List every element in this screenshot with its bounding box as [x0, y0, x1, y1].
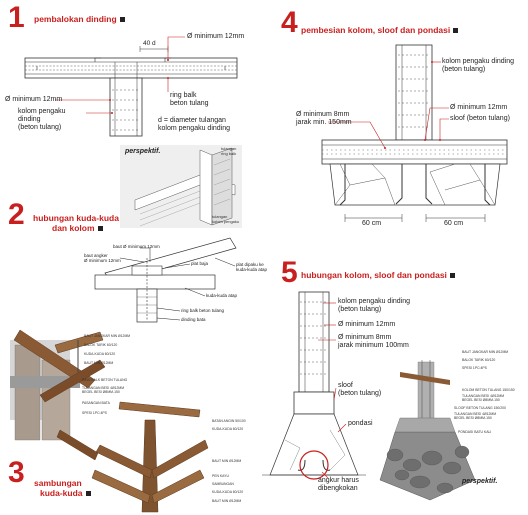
- legend3-item-4: PEN KAYU: [212, 474, 229, 478]
- legend2-item-3: KUDA-KUDA 60/120: [84, 352, 116, 356]
- perspective-5-label: perspektif.: [462, 478, 498, 485]
- section-4-number: 4: [281, 6, 298, 39]
- sec4-dim-a: 60 cm: [362, 220, 382, 227]
- section-4-title: pembesian kolom, sloof dan pondasi: [301, 25, 459, 35]
- sec4-label-dia8: Ø minimum 8mm jarak min. 150mm: [296, 111, 352, 127]
- label-kolom-pengaku: kolom pengaku dinding (beton tulang): [18, 108, 66, 132]
- dim-40d: 40 d: [143, 40, 156, 47]
- label-dia-left: Ø minimum 12mm: [5, 96, 63, 103]
- persp1-label-kolom: tulangan kolom pengaku: [212, 214, 240, 224]
- sec5-label-pondasi: pondasi: [348, 420, 373, 427]
- label-d-definition: d = diameter tulangan kolom pengaku dind…: [158, 117, 230, 133]
- legend5-item-1: BAUT JANGKAR MIN Ø12MM: [462, 350, 509, 354]
- sec5-label-dia12: Ø minimum 12mm: [338, 321, 396, 328]
- legend5-item-5: TULANGAN BESI 4Ø12MM BEGEL BESI Ø8MM-150: [462, 394, 505, 403]
- legend5-item-3: SPESI 1PC:4PS: [462, 366, 487, 370]
- sec4-label-dia12: Ø minimum 12mm: [450, 104, 508, 111]
- legend2-item-5: RING BALK BETON TULANG: [82, 378, 128, 382]
- section-2-title-b: dan kolom: [52, 223, 103, 233]
- label-plat-dipaku: plat dipaku ke kuda-kuda atap: [236, 262, 268, 273]
- sec5-label-kolom: kolom pengaku dinding (beton tulang): [338, 298, 410, 314]
- sec4-label-kolom: kolom pengaku dinding (beton tulang): [442, 58, 514, 74]
- label-baut-angker: baut angker Ø minimum 12mm: [84, 253, 121, 264]
- legend3-item-1: BATAN ANGIN 50/100: [212, 419, 246, 423]
- label-plat-baja: plat baja: [191, 261, 209, 266]
- legend2-item-8: SPESI 1PC:4PS: [82, 411, 107, 415]
- legend5-item-2: BALOK TARIK 60/120: [462, 358, 496, 362]
- label-dinding-bata: dinding bata: [181, 317, 206, 322]
- sec4-dim-b: 60 cm: [444, 220, 464, 227]
- legend2-item-1: BAUT JANGKAR MIN Ø12MM: [84, 334, 131, 338]
- section-3-title-b: kuda-kuda: [40, 488, 91, 498]
- sec5-label-dia8: Ø minimum 8mm jarak minimum 100mm: [338, 334, 409, 350]
- legend5-item-4: KOLOM BETON TULANG 150/150: [462, 388, 515, 392]
- legend2-item-7: PASANGAN BATA: [82, 401, 110, 405]
- label-kuda-kuda-atap: kuda-kuda atap: [206, 293, 238, 298]
- section-2-title-a: hubungan kuda-kuda: [33, 213, 119, 223]
- legend3-item-6: KUDA-KUDA 60/120: [212, 490, 244, 494]
- persp1-label-ring: tulangan ring balk: [221, 146, 237, 156]
- section-3-title-a: sambungan: [34, 478, 82, 488]
- label-baut: baut Ø minimum 12mm: [113, 244, 160, 249]
- legend5-item-8: PONDASI BATU KALI: [458, 430, 492, 434]
- legend5-item-7: TULANGAN BESI 4Ø12MM BEGEL BESI Ø8MM-150: [454, 412, 497, 421]
- section-3-number: 3: [8, 456, 25, 489]
- legend3-item-3: BAUT MIN Ø12MM: [212, 459, 242, 463]
- legend2-item-6: TULANGAN BESI 4Ø12MM BEGEL BESI Ø8MM-150: [82, 386, 125, 395]
- label-dia-top: Ø minimum 12mm: [187, 33, 245, 40]
- legend3-item-2: KUDA-KUDA 60/120: [212, 427, 244, 431]
- label-ring-balk-beton: ring balk beton tulang: [181, 308, 225, 313]
- section-2-number: 2: [8, 198, 25, 231]
- section-1-number: 1: [8, 1, 25, 34]
- legend3-item-5: SAMBUNGAN: [212, 482, 234, 486]
- sec5-label-angkur: angkur harus dibengkokan: [318, 477, 359, 493]
- label-ring-balk: ring balk beton tulang: [170, 92, 209, 108]
- legend2-item-2: BALOK TARIK 60/120: [84, 343, 118, 347]
- section-5-number: 5: [281, 256, 298, 289]
- legend2-item-4: BAUT MIN Ø12MM: [84, 361, 114, 365]
- section-1-title: pembalokan dinding: [34, 14, 125, 24]
- section-5-title: hubungan kolom, sloof dan pondasi: [301, 270, 455, 280]
- perspective-1-label: perspektif.: [125, 148, 161, 155]
- legend5-item-6: SLOOF BETON TULANG 150/200: [454, 406, 506, 410]
- sec4-label-sloof: sloof (beton tulang): [450, 115, 510, 122]
- legend3-item-7: BAUT MIN Ø12MM: [212, 499, 242, 503]
- sec5-label-sloof: sloof (beton tulang): [338, 382, 382, 398]
